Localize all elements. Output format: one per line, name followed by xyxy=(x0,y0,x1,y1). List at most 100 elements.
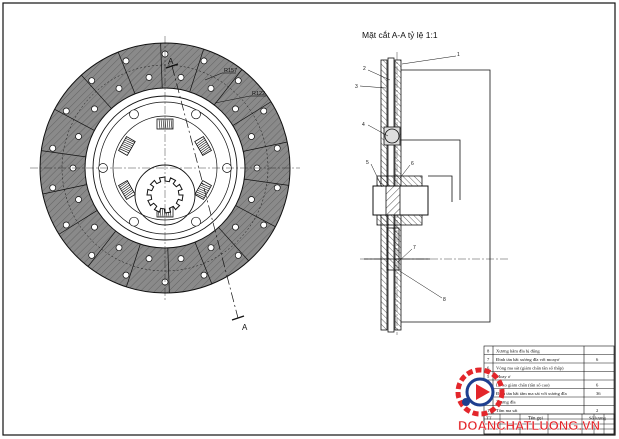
rivet-hole xyxy=(62,107,70,115)
segment-line xyxy=(54,109,95,131)
damper-spring xyxy=(194,180,212,200)
segment-line xyxy=(194,242,213,285)
rivet-hole xyxy=(248,133,255,140)
segment-line xyxy=(160,43,163,89)
radius-label-r122: R122 xyxy=(252,91,265,97)
segment-line xyxy=(189,49,204,93)
callout-2: 2 xyxy=(363,66,366,72)
damper-hole xyxy=(191,109,201,120)
parts-row-name: Tấm ma sát xyxy=(496,408,518,413)
rivet-hole xyxy=(62,221,70,229)
rivet-hole xyxy=(75,196,82,203)
parts-row-name: Lò xo giảm chấn (tần số cao) xyxy=(496,383,550,388)
parts-header-qty: Số lượng xyxy=(589,416,606,421)
callout-7: 7 xyxy=(413,245,416,251)
damper-hole xyxy=(129,109,139,120)
segment-line xyxy=(58,210,98,235)
damper-hole xyxy=(191,216,201,227)
parts-row-qty: 6 xyxy=(596,357,599,362)
hub-section xyxy=(372,185,429,216)
segment-line xyxy=(81,74,112,109)
rivet-hole xyxy=(115,84,123,92)
watermark-logo: DOANCHATLUONG.VN xyxy=(455,367,600,433)
parts-row-name: Đinh tán bắt tấm ma sát với xương đĩa xyxy=(496,391,567,396)
section-title: Mặt cắt A-A tỷ lệ 1:1 xyxy=(362,30,438,40)
parts-row-name: Moay ơ xyxy=(496,374,511,379)
segment-line xyxy=(244,178,289,186)
parts-row-no: 1 xyxy=(487,408,490,413)
parts-row-name: Vòng ma sát (giảm chấn tần số thấp) xyxy=(496,366,564,371)
rivet-hole xyxy=(234,77,242,85)
callout-6: 6 xyxy=(411,161,414,167)
callout-4: 4 xyxy=(362,122,365,128)
damper-spring xyxy=(194,136,212,156)
rivet-hole xyxy=(88,251,96,259)
segment-line xyxy=(243,141,288,152)
rivet-hole xyxy=(88,77,96,85)
shaft-bore xyxy=(386,227,400,271)
damper-spring-section xyxy=(383,126,401,146)
damper-hole xyxy=(129,216,139,227)
callout-1: 1 xyxy=(457,52,460,58)
rivet-hole xyxy=(122,271,130,279)
callout-3: 3 xyxy=(355,84,358,90)
rivet-hole xyxy=(260,107,268,115)
title-block xyxy=(483,413,615,435)
parts-row-name: Xương đĩa xyxy=(496,400,516,405)
rivet-hole xyxy=(248,196,255,203)
rivet-hole xyxy=(91,223,98,231)
segment-line xyxy=(41,150,86,158)
rivet-hole xyxy=(200,57,208,65)
segment-line xyxy=(213,69,243,106)
parts-row-name: Đinh tán bắt xương đĩa với moayơ xyxy=(496,357,560,362)
rivet-hole xyxy=(49,184,57,192)
damper-spring xyxy=(118,180,136,200)
rivet-hole xyxy=(49,144,57,152)
rivet-hole xyxy=(232,105,239,113)
parts-row-qty: 2 xyxy=(596,408,599,413)
rivet-hole xyxy=(122,57,130,65)
rivet-hole xyxy=(232,223,239,231)
callout-5: 5 xyxy=(366,160,369,166)
section-line-a-a xyxy=(171,65,239,319)
segment-line xyxy=(42,184,87,195)
section-mark-top: A xyxy=(168,57,174,66)
segment-line xyxy=(126,243,141,287)
rivet-hole xyxy=(177,74,185,81)
section-callouts: 1 2 3 4 5 6 7 8 xyxy=(355,52,460,303)
rivet-hole xyxy=(200,271,208,279)
rivet-hole xyxy=(115,244,123,252)
rivet-hole xyxy=(234,251,242,259)
parts-row-qty: 6 xyxy=(596,383,599,388)
parts-row-no: 7 xyxy=(487,357,490,362)
parts-header-no: TT xyxy=(486,416,492,421)
parts-row-no: 8 xyxy=(487,349,490,354)
watermark-text: DOANCHATLUONG.VN xyxy=(458,418,600,433)
rivet-hole xyxy=(91,105,98,113)
rivet-hole xyxy=(177,255,185,262)
rivet-hole xyxy=(273,144,281,152)
rivet-hole xyxy=(145,74,153,81)
parts-row-name: Xương hãm đĩa bị động xyxy=(496,349,540,354)
rivet-hole xyxy=(145,255,153,262)
rivet-hole xyxy=(75,133,82,140)
segment-line xyxy=(87,230,117,267)
rivet-hole xyxy=(207,84,215,92)
segment-line xyxy=(167,247,170,293)
radius-label-r157: R157 xyxy=(224,68,237,74)
clutch-disc-section-view xyxy=(359,52,510,335)
segment-line xyxy=(218,227,249,262)
parts-row-no: 6 xyxy=(487,366,490,371)
rivet-hole xyxy=(273,184,281,192)
damper-spring xyxy=(118,136,136,156)
gear-logo-icon xyxy=(455,367,505,417)
parts-row-qty: 36 xyxy=(596,391,601,396)
rivet-hole xyxy=(207,244,215,252)
section-mark-bottom: A xyxy=(242,323,248,332)
parts-row-no: 5 xyxy=(487,374,490,379)
segment-line xyxy=(235,205,276,227)
clutch-disc-front-view xyxy=(30,36,300,321)
rivet-hole xyxy=(260,221,268,229)
